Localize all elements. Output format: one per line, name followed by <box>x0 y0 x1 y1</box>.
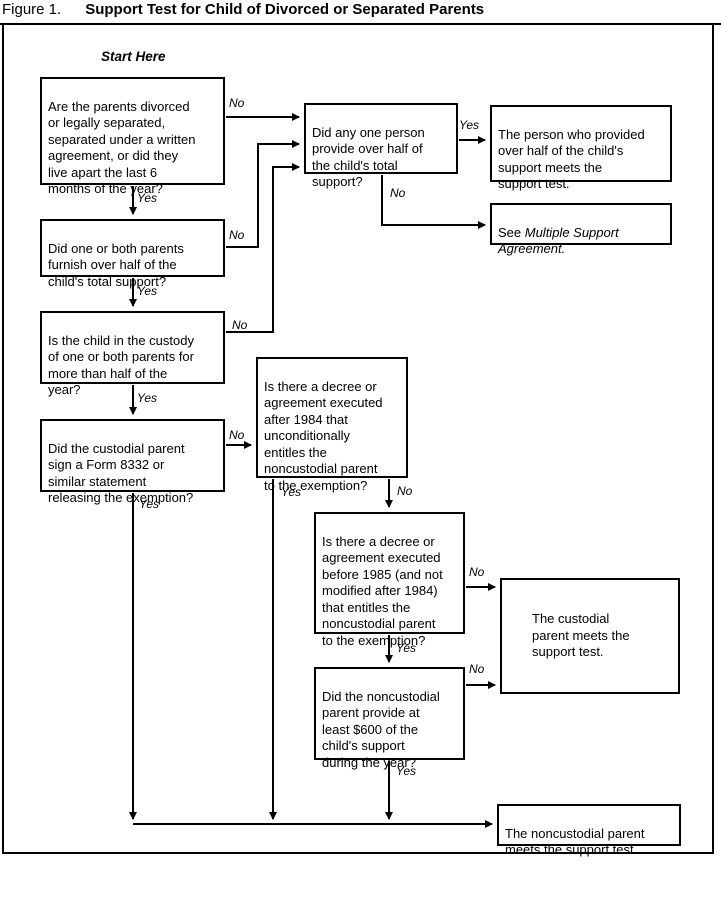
question-box-furnish-half-support: Did one or both parents furnish over hal… <box>40 219 225 289</box>
question-text: Did one or both parents furnish over hal… <box>48 240 184 289</box>
result-text-reference: Multiple Support Agreement. <box>498 224 619 257</box>
result-text-prefix: See <box>498 224 525 240</box>
question-text: Is the child in the custody of one or bo… <box>48 332 194 398</box>
question-text: Is there a decree or agreement executed … <box>322 533 443 648</box>
edge-label-yes-furnish-half: Yes <box>137 284 158 298</box>
result-text: The custodial parent meets the support t… <box>532 611 630 660</box>
edge-label-no-custody: No <box>232 318 248 332</box>
edge-label-no-before-1985: No <box>469 565 485 579</box>
edge-label-no-600-support: No <box>469 662 485 676</box>
question-text: Did any one person provide over half of … <box>312 124 425 190</box>
question-box-parents-divorced: Are the parents divorced or legally sepa… <box>40 77 225 196</box>
question-box-decree-before-1985: Is there a decree or agreement executed … <box>314 512 465 648</box>
question-text: Did the noncustodial parent provide at l… <box>322 688 440 770</box>
question-text: Are the parents divorced or legally sepa… <box>48 98 196 197</box>
edge-label-yes-after-1984: Yes <box>281 485 302 499</box>
edge-label-yes-one-person: Yes <box>459 118 480 132</box>
figure-heading: Support Test for Child of Divorced or Se… <box>85 1 485 18</box>
question-text: Did the custodial parent sign a Form 833… <box>48 440 194 506</box>
result-text: The person who provided over half of the… <box>498 126 645 192</box>
edge-label-yes-divorced: Yes <box>137 191 158 205</box>
edge-label-no-after-1984: No <box>397 484 413 498</box>
result-box-custodial-parent-meets-test: The custodial parent meets the support t… <box>500 578 680 694</box>
edge-label-yes-before-1985: Yes <box>396 641 417 655</box>
figure-title: Figure 1. Support Test for Child of Divor… <box>2 1 484 18</box>
question-text: Is there a decree or agreement executed … <box>264 378 383 493</box>
edge-label-no-form-8332: No <box>229 428 245 442</box>
result-text: The noncustodial parent meets the suppor… <box>505 825 645 858</box>
edge-label-no-divorced: No <box>229 96 245 110</box>
result-box-noncustodial-parent-meets-test: The noncustodial parent meets the suppor… <box>497 804 681 857</box>
question-box-decree-after-1984: Is there a decree or agreement executed … <box>256 357 408 493</box>
edge-label-yes-custody: Yes <box>137 391 158 405</box>
edge-label-no-furnish-half: No <box>229 228 245 242</box>
edge-label-yes-form-8332: Yes <box>139 497 160 511</box>
figure-number-label: Figure 1. <box>2 1 62 18</box>
start-here-label: Start Here <box>101 49 166 64</box>
edge-label-yes-600-support: Yes <box>396 764 417 778</box>
question-box-custody: Is the child in the custody of one or bo… <box>40 311 225 397</box>
result-box-see-multiple-support-agreement: See Multiple Support Agreement. <box>490 203 672 256</box>
question-box-form-8332: Did the custodial parent sign a Form 833… <box>40 419 225 505</box>
question-box-600-dollar-support: Did the noncustodial parent provide at l… <box>314 667 465 770</box>
result-box-person-provided-meets-test: The person who provided over half of the… <box>490 105 672 191</box>
edge-label-no-one-person: No <box>390 186 406 200</box>
question-box-one-person-half-support: Did any one person provide over half of … <box>304 103 458 189</box>
